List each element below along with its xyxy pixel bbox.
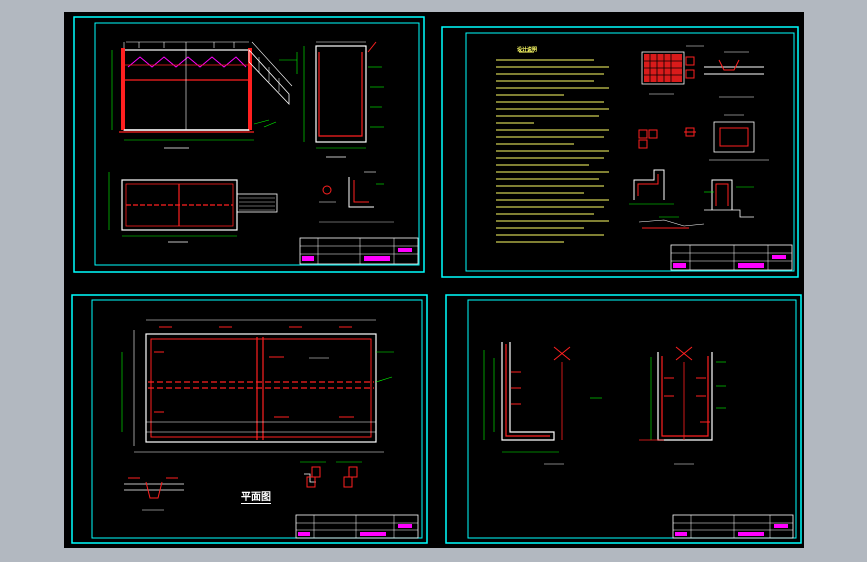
general-notes — [496, 51, 609, 243]
cad-drawing — [71, 16, 802, 544]
plan-1 — [108, 172, 278, 243]
sheet-1[interactable] — [73, 16, 425, 273]
beam-detail — [704, 51, 764, 98]
sheet-3-border — [71, 294, 428, 544]
plan-title: 平面图 — [241, 488, 271, 504]
notes-heading: 设计说明 — [517, 47, 538, 53]
sheet-4[interactable] — [445, 294, 802, 544]
wall-section-right — [639, 346, 726, 465]
sheet-3-inner-frame — [91, 299, 423, 539]
sheet-3[interactable] — [71, 294, 428, 544]
title-block-1 — [299, 237, 419, 265]
cad-model-space[interactable]: 设计说明 平面图 — [64, 12, 804, 548]
joint-detail — [124, 477, 184, 511]
section-tank-wall — [303, 41, 384, 158]
sheet-4-inner-frame — [467, 299, 797, 539]
title-block-4 — [672, 514, 794, 539]
plan-view — [121, 319, 394, 453]
mesh-detail — [641, 45, 704, 95]
sheet-2-inner-frame — [465, 32, 795, 272]
sheet-1-border — [73, 16, 425, 273]
sheet-2-border — [441, 26, 799, 278]
detail-callout — [319, 171, 394, 223]
sheet-1-inner-frame — [94, 22, 420, 266]
sheet-4-border — [445, 294, 802, 544]
wall-section-left — [483, 342, 602, 465]
column-details — [300, 461, 362, 488]
section-1-1 — [111, 41, 298, 149]
corner-details — [638, 114, 769, 161]
sheet-2[interactable] — [441, 26, 799, 278]
footing-details — [629, 169, 754, 229]
title-block-3 — [295, 514, 419, 539]
title-block-2 — [670, 244, 793, 271]
